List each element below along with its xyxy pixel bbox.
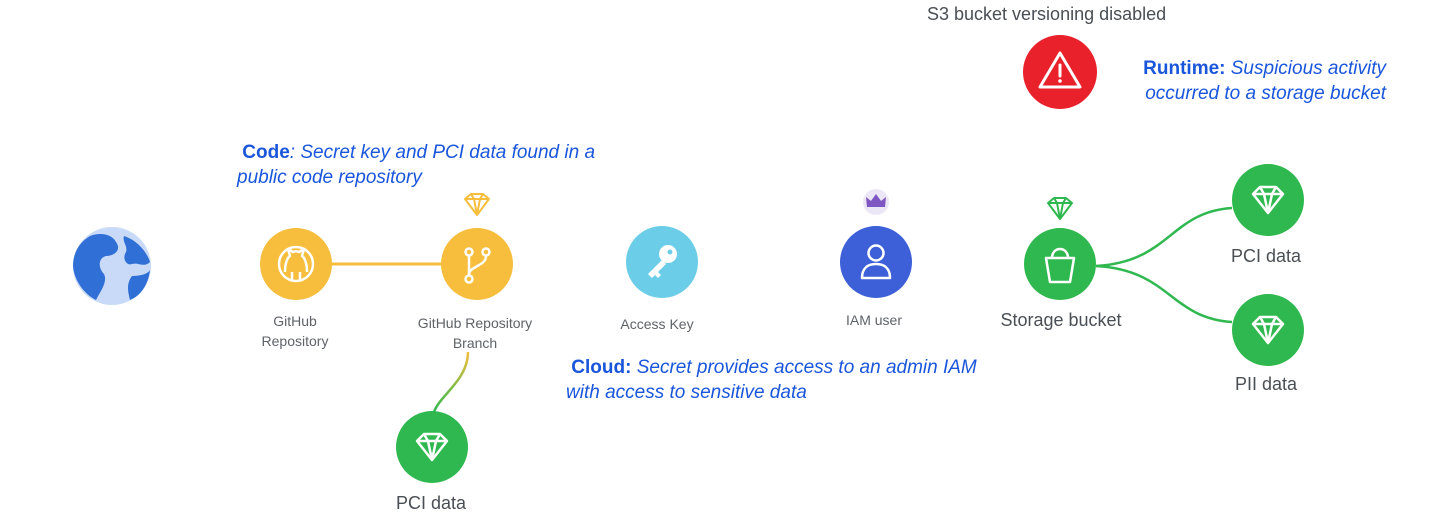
runtime-callout-line1: Suspicious activity <box>1225 58 1386 79</box>
gem-icon <box>1251 315 1285 345</box>
code-callout: Code: Secret key and PCI data found in a… <box>237 140 595 190</box>
edge-bucket-pii <box>1095 264 1233 324</box>
branch-gem-icon <box>464 193 490 216</box>
edge-branch-pci <box>432 351 470 413</box>
gem-icon <box>415 432 449 462</box>
user-icon <box>860 244 892 280</box>
github-repository-node[interactable] <box>260 228 332 300</box>
github-icon <box>277 245 315 283</box>
repository-branch-node[interactable] <box>441 228 513 300</box>
access-key-node[interactable] <box>626 226 698 298</box>
pci-data-bucket-node[interactable] <box>1232 164 1304 236</box>
pii-data-bucket-label: PII data <box>1234 374 1298 394</box>
cloud-callout: Cloud: Secret provides access to an admi… <box>566 355 977 405</box>
s3-versioning-note: S3 bucket versioning disabled <box>927 4 1167 24</box>
gem-icon <box>1251 185 1285 215</box>
cloud-callout-line2: with access to sensitive data <box>566 382 807 403</box>
storage-bucket-node[interactable] <box>1024 228 1096 300</box>
repository-branch-label: GitHub Repository Branch <box>417 315 533 351</box>
iam-user-node[interactable] <box>840 226 912 298</box>
code-callout-line2: public code repository <box>237 167 422 188</box>
bucket-gem-icon <box>1047 197 1073 220</box>
github-repository-label: GitHub Repository <box>261 313 329 349</box>
cloud-callout-heading: Cloud: <box>571 357 632 378</box>
globe-icon <box>73 234 150 300</box>
bucket-icon <box>1044 247 1076 284</box>
internet-globe-node[interactable] <box>73 227 151 305</box>
edge-bucket-pci <box>1095 206 1233 268</box>
pci-data-bucket-label: PCI data <box>1230 246 1302 266</box>
admin-crown-icon <box>863 189 889 215</box>
runtime-alert-node[interactable] <box>1023 35 1097 109</box>
key-icon <box>648 245 677 278</box>
runtime-callout-line2: occurred to a storage bucket <box>1145 83 1386 104</box>
warning-icon <box>1038 51 1082 89</box>
code-callout-line1: : Secret key and PCI data found in a <box>289 142 596 163</box>
iam-user-label: IAM user <box>845 312 903 328</box>
access-key-label: Access Key <box>620 316 694 332</box>
pii-data-bucket-node[interactable] <box>1232 294 1304 366</box>
runtime-callout-heading: Runtime: <box>1143 58 1226 79</box>
pci-data-branch-node[interactable] <box>396 411 468 483</box>
branch-icon <box>464 247 491 284</box>
storage-bucket-label: Storage bucket <box>1000 310 1122 330</box>
pci-data-branch-label: PCI data <box>395 493 467 513</box>
runtime-callout: Runtime: Suspicious activity occurred to… <box>1116 56 1386 106</box>
cloud-callout-line1: Secret provides access to an admin IAM <box>631 357 977 378</box>
code-callout-heading: Code <box>242 142 290 163</box>
